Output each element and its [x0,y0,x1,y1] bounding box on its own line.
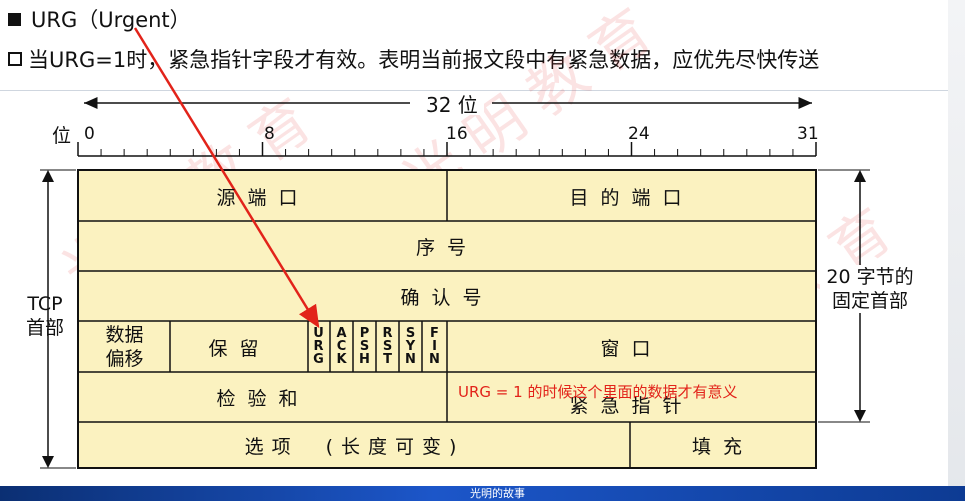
fixed-label-line1: 20 字节的 [826,266,914,288]
bit-ruler [77,142,817,157]
tcp-label-line2: 首部 [25,317,64,339]
bit-axis-label: 位 [52,125,72,147]
urgent-pointer-field: 紧急指针 [569,394,694,417]
ack-number-field: 确认号 [400,287,494,309]
sequence-number-field: 序号 [415,237,478,259]
ruler-number: 31 [797,124,819,144]
hollow-square-bullet-icon [8,52,22,66]
ruler-number: 24 [628,124,650,144]
window-right-edge [948,0,965,501]
urg-pointer-arrow [133,27,320,329]
data-offset-field: 数据 偏移 [79,323,170,371]
window-field: 窗口 [600,337,663,360]
options-field: 选项 (长度可变) [244,436,465,458]
checksum-field: 检验和 [216,388,310,410]
ruler-number: 0 [84,124,95,144]
slide-heading: URG（Urgent） [8,4,191,34]
padding-field: 填充 [691,436,754,458]
fixed-header-label: 20 字节的 固定首部 [820,265,920,313]
fixed-label-line2: 固定首部 [831,290,908,312]
bits-width-label: 32 位 [420,95,484,115]
tcp-label-line1: TCP [27,293,63,315]
ruler-number: 16 [446,124,468,144]
data-offset-line2: 偏移 [105,348,144,370]
taskbar-text: 光明的故事 [470,487,525,500]
reserved-field: 保留 [208,337,271,360]
tcp-header-label: TCP 首部 [14,292,76,340]
dest-port-field: 目的端口 [569,186,694,209]
heading-text: URG（Urgent） [31,8,191,32]
ruler-number: 8 [264,124,275,144]
table-grid [78,170,816,468]
urg-annotation: URG = 1 的时候这个里面的数据才有意义 [458,383,738,401]
source-port-field: 源端口 [216,186,310,209]
data-offset-line1: 数据 [105,324,144,346]
square-bullet-icon [8,12,21,26]
taskbar: 光明的故事 [0,486,965,501]
